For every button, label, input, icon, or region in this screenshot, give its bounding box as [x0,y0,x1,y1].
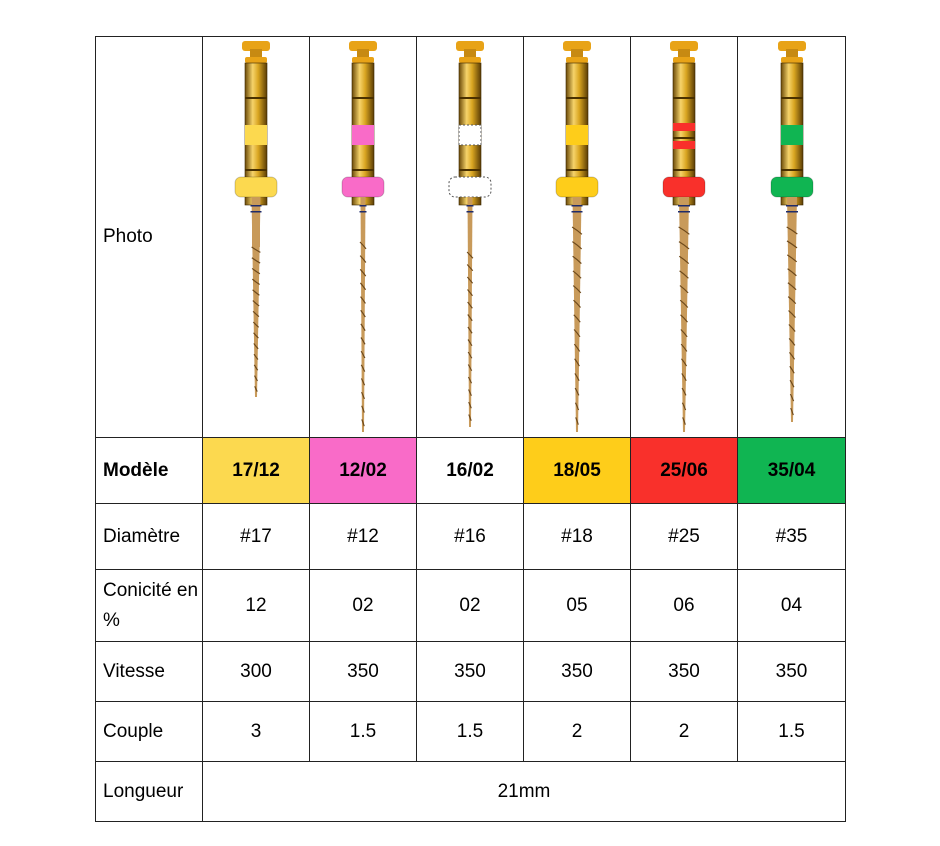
speed-cell: 350 [309,641,417,702]
photo-cell-12-02 [309,36,417,438]
speed-cell: 350 [523,641,631,702]
torque-cell: 1.5 [737,701,846,762]
endodontic-file-icon [555,41,599,432]
taper-row: Conicité en % 12 02 02 05 06 04 [95,569,846,642]
diameter-cell: #16 [416,503,524,570]
diameter-cell: #25 [630,503,738,570]
diameter-cell: #17 [202,503,310,570]
file-spec-table: Photo Modèle 17/12 12/02 16/02 18/05 25/… [95,36,846,822]
model-cell: 17/12 [202,437,310,504]
endodontic-file-icon [234,41,278,397]
speed-row-label: Vitesse [95,641,203,702]
photo-row-label: Photo [95,36,203,438]
taper-cell: 05 [523,569,631,642]
photo-cell-16-02 [416,36,524,438]
taper-cell: 04 [737,569,846,642]
torque-cell: 1.5 [416,701,524,762]
taper-row-label: Conicité en % [95,569,203,642]
speed-cell: 350 [416,641,524,702]
torque-cell: 2 [523,701,631,762]
diameter-row: Diamètre #17 #12 #16 #18 #25 #35 [95,503,846,570]
taper-cell: 12 [202,569,310,642]
length-row-label: Longueur [95,761,203,822]
photo-row: Photo [95,36,846,438]
speed-row: Vitesse 300 350 350 350 350 350 [95,641,846,702]
photo-cell-17-12 [202,36,310,438]
diameter-cell: #18 [523,503,631,570]
endodontic-file-icon [662,41,706,432]
diameter-cell: #12 [309,503,417,570]
model-cell: 18/05 [523,437,631,504]
model-row: Modèle 17/12 12/02 16/02 18/05 25/06 35/… [95,437,846,504]
torque-row: Couple 3 1.5 1.5 2 2 1.5 [95,701,846,762]
taper-cell: 02 [309,569,417,642]
speed-cell: 300 [202,641,310,702]
taper-cell: 02 [416,569,524,642]
speed-cell: 350 [630,641,738,702]
endodontic-file-icon [341,41,385,432]
model-row-label: Modèle [95,437,203,504]
model-cell: 12/02 [309,437,417,504]
endodontic-file-icon [770,41,813,422]
model-cell: 25/06 [630,437,738,504]
photo-cell-25-06 [630,36,738,438]
torque-cell: 1.5 [309,701,417,762]
torque-cell: 2 [630,701,738,762]
model-cell: 16/02 [416,437,524,504]
speed-cell: 350 [737,641,846,702]
diameter-cell: #35 [737,503,846,570]
endodontic-file-icon [448,41,492,427]
length-value-cell: 21mm [202,761,846,822]
torque-cell: 3 [202,701,310,762]
taper-cell: 06 [630,569,738,642]
photo-cell-18-05 [523,36,631,438]
torque-row-label: Couple [95,701,203,762]
diameter-row-label: Diamètre [95,503,203,570]
length-row: Longueur 21mm [95,761,846,822]
photo-cell-35-04 [737,36,846,438]
model-cell: 35/04 [737,437,846,504]
